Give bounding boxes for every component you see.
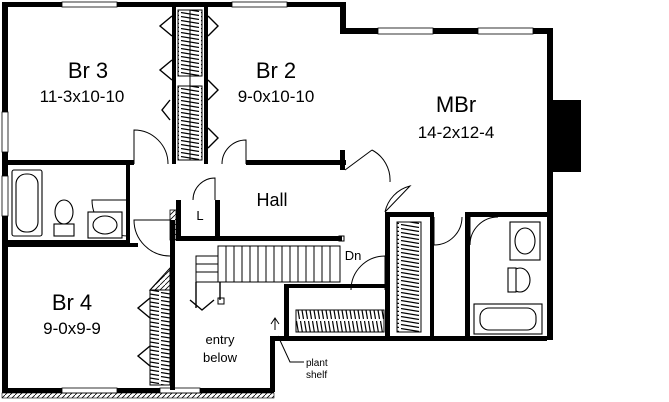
br2-dims: 9-0x10-10 [238,87,315,106]
bath-fixtures-left [11,169,123,239]
bath-fixtures-right [473,221,543,335]
plant-shelf-leader [277,335,304,363]
door-swings [91,129,499,291]
mbr-dims: 14-2x12-4 [418,123,495,142]
ground-hatch [1,392,275,399]
stairs [189,235,345,330]
hall-name: Hall [256,190,287,210]
mbr-name: MBr [436,92,476,117]
closets [148,9,422,386]
plant-label-line1: plant [306,358,328,369]
linen-label: L [196,208,203,223]
br4-name: Br 4 [52,290,92,315]
br3-dims: 11-3x10-10 [40,87,125,106]
br4-dims: 9-0x9-9 [43,319,101,338]
entry-label-line2: below [203,350,238,365]
entry-label-line1: entry [206,332,235,347]
interior-walls [8,2,549,390]
bifold-doors [136,15,219,367]
down-label: Dn [345,248,362,263]
br3-name: Br 3 [68,58,108,83]
plant-label-line2: shelf [306,370,327,381]
br2-name: Br 2 [256,58,296,83]
